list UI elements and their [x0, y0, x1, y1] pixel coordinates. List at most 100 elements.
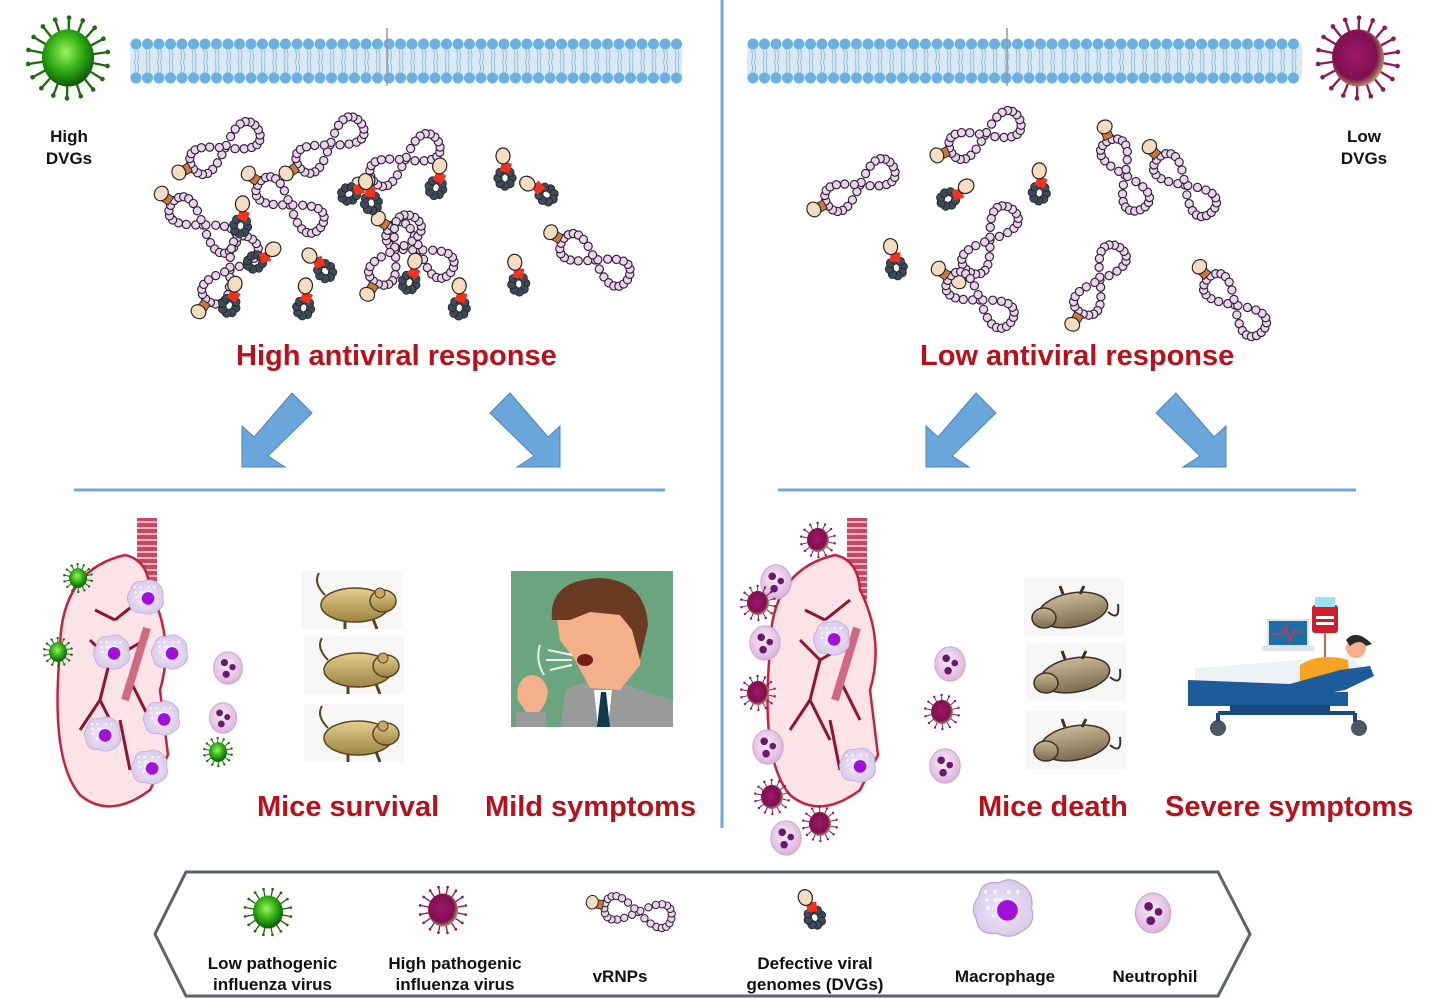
legend-label-low-pathogenic: Low pathogenic influenza virus — [200, 953, 345, 995]
dead-mouse-icon — [1026, 711, 1126, 769]
legend-text-line1: vRNPs — [592, 967, 648, 986]
neutrophil-icon — [749, 625, 781, 661]
legend-label-dvgs: Defective viral genomes (DVGs) — [740, 953, 890, 995]
macrophage-icon — [93, 634, 130, 670]
arrow-down-right-icon — [1155, 392, 1227, 468]
low-dvgs-line1: Low — [1347, 127, 1381, 146]
legend-high-pathogenic-virus-icon — [418, 885, 468, 935]
vrnp-icon — [950, 201, 1023, 290]
vrnp-icon — [370, 210, 459, 283]
severe-symptoms-label: Severe symptoms — [1165, 791, 1414, 823]
dvg-icon — [797, 889, 826, 930]
legend-low-pathogenic-virus-icon — [243, 887, 293, 937]
lung-illustration-left — [43, 518, 243, 808]
high-dvgs-line1: High — [50, 127, 88, 146]
neutrophil-icon — [1134, 892, 1172, 934]
arrow-down-left-icon — [925, 392, 997, 468]
mouse-icon — [301, 571, 401, 630]
arrow-down-left-icon — [241, 392, 313, 468]
vrnp-icon — [1141, 138, 1222, 222]
dvg-icon — [936, 178, 975, 211]
dvg-icon — [398, 252, 423, 295]
mice-survival-label: Mice survival — [257, 791, 440, 823]
legend-text-line1: Macrophage — [954, 967, 1056, 986]
macrophage-icon — [839, 747, 876, 783]
vrnp-icon — [930, 260, 1019, 333]
vrnp-icon — [929, 105, 1026, 165]
legend-label-high-pathogenic: High pathogenic influenza virus — [380, 953, 530, 995]
dvg-icon — [507, 253, 531, 297]
low-pathogenic-virus-icon — [25, 15, 111, 101]
macrophage-icon — [84, 716, 121, 752]
high-dvgs-label: High DVGs — [38, 126, 100, 170]
macrophage-icon — [143, 700, 180, 736]
vrnp-icon — [543, 224, 635, 291]
low-dvgs-label: Low DVGs — [1333, 126, 1395, 170]
dvg-icon — [882, 237, 908, 281]
high-pathogenic-virus-icon — [1315, 15, 1401, 101]
dead-mouse-icon — [1024, 578, 1124, 636]
dvg-icon — [243, 241, 282, 274]
mouse-icon — [304, 704, 404, 763]
dvg-icon — [519, 175, 559, 207]
dvg-icon — [292, 277, 316, 321]
legend-text-line1: High pathogenic — [388, 954, 522, 973]
dvg-icon — [301, 247, 338, 284]
dvg-icon — [424, 157, 448, 201]
vrnp-dvg-cluster-left — [153, 112, 635, 321]
low-dvgs-line2: DVGs — [1340, 149, 1388, 168]
lung-illustration-right — [740, 518, 966, 856]
low-antiviral-response-title: Low antiviral response — [920, 340, 1235, 372]
neutrophil-icon — [760, 564, 792, 600]
high-antiviral-response-title: High antiviral response — [236, 340, 557, 372]
vrnp-icon — [1064, 240, 1131, 332]
mouse-icon — [304, 636, 404, 695]
vrnp-icon — [240, 165, 329, 238]
hospitalized-patient-image — [1188, 597, 1374, 736]
mice-alive-group — [301, 571, 404, 763]
dvg-icon — [357, 172, 383, 216]
vrnp-icon — [806, 154, 900, 218]
macrophage-icon — [131, 749, 168, 785]
dvg-icon — [447, 277, 471, 321]
mice-dead-group — [1024, 578, 1126, 769]
vrnp-icon — [278, 112, 369, 182]
cell-membrane-left — [130, 28, 682, 86]
vrnp-icon — [171, 117, 265, 181]
neutrophil-icon — [752, 729, 784, 765]
legend-text-line2: influenza virus — [212, 975, 333, 994]
macrophage-icon — [151, 634, 188, 670]
dvg-icon — [229, 195, 253, 239]
mice-death-label: Mice death — [978, 791, 1128, 823]
vrnp-icon — [1191, 258, 1272, 342]
vrnp-dvg-cluster-right — [806, 105, 1272, 342]
legend-text-line1: Low pathogenic — [207, 954, 338, 973]
neutrophil-icon — [213, 651, 243, 685]
mild-symptoms-label: Mild symptoms — [485, 791, 697, 823]
dvg-icon — [1027, 162, 1051, 206]
legend-text-line2: influenza virus — [395, 975, 515, 994]
dvg-icon — [493, 147, 517, 191]
neutrophil-icon — [929, 748, 961, 784]
dead-mouse-icon — [1026, 643, 1126, 701]
arrow-down-right-icon — [489, 392, 561, 468]
neutrophil-icon — [208, 702, 238, 734]
macrophage-icon — [813, 620, 850, 656]
neutrophil-icon — [770, 820, 802, 856]
cell-membrane-right — [747, 28, 1302, 86]
legend-label-macrophage: Macrophage — [945, 966, 1065, 987]
legend-label-neutrophil: Neutrophil — [1100, 966, 1210, 987]
vrnp-icon — [359, 210, 426, 302]
macrophage-icon — [972, 879, 1034, 937]
macrophage-icon — [127, 579, 164, 615]
vrnp-icon — [585, 891, 676, 933]
legend-text-line2: genomes (DVGs) — [746, 975, 884, 994]
coughing-person-image — [511, 571, 673, 727]
legend-text-line1: Defective viral — [757, 954, 873, 973]
dvg-icon — [218, 275, 243, 318]
legend-label-vrnps: vRNPs — [570, 966, 670, 987]
legend-text-line1: Neutrophil — [1112, 967, 1198, 986]
neutrophil-icon — [934, 646, 966, 682]
high-dvgs-line2: DVGs — [45, 149, 93, 168]
